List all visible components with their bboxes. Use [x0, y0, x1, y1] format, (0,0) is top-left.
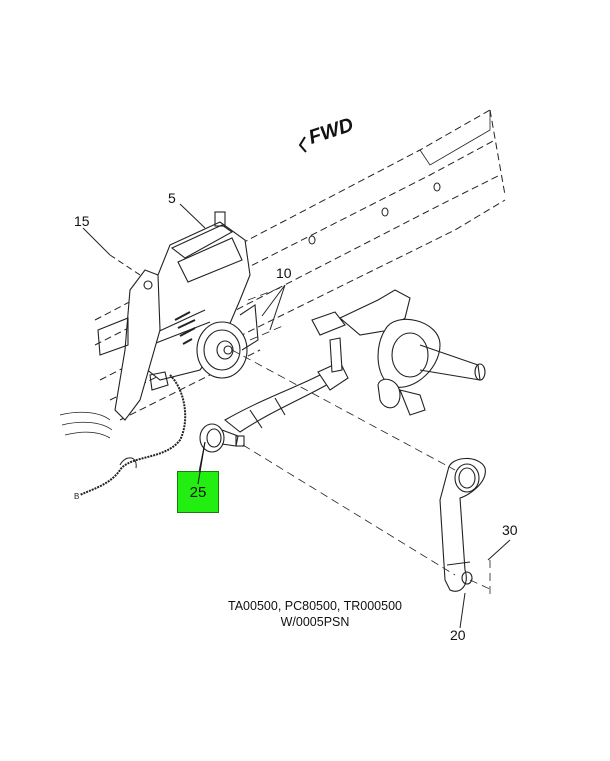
callout-25-label: 25 [189, 483, 207, 501]
callout-30: 30 [502, 522, 518, 538]
gear-label-marks [174, 311, 196, 345]
hose [79, 374, 187, 496]
callout-25-highlighted[interactable]: 25 [177, 471, 219, 513]
callout-15: 15 [74, 213, 90, 229]
caption: TA00500, PC80500, TR000500 W/0005PSN [200, 599, 430, 630]
small-marker: B [74, 492, 79, 501]
hose-loop [119, 457, 137, 469]
frame-holes [308, 182, 441, 245]
frame-rail-end [419, 110, 491, 166]
arrow-left-icon [298, 136, 307, 153]
caption-line-2: W/0005PSN [280, 614, 350, 629]
callout-10: 10 [276, 265, 292, 281]
steering-knuckle [311, 289, 486, 416]
callout-5: 5 [168, 190, 176, 206]
callout-20: 20 [450, 627, 466, 643]
assembly-lines [231, 287, 493, 595]
steering-gear [134, 211, 259, 391]
pitman-arm [439, 457, 486, 592]
caption-line-1: TA00500, PC80500, TR000500 [228, 599, 402, 613]
lower-bracket [59, 411, 113, 439]
bracket [97, 269, 161, 421]
